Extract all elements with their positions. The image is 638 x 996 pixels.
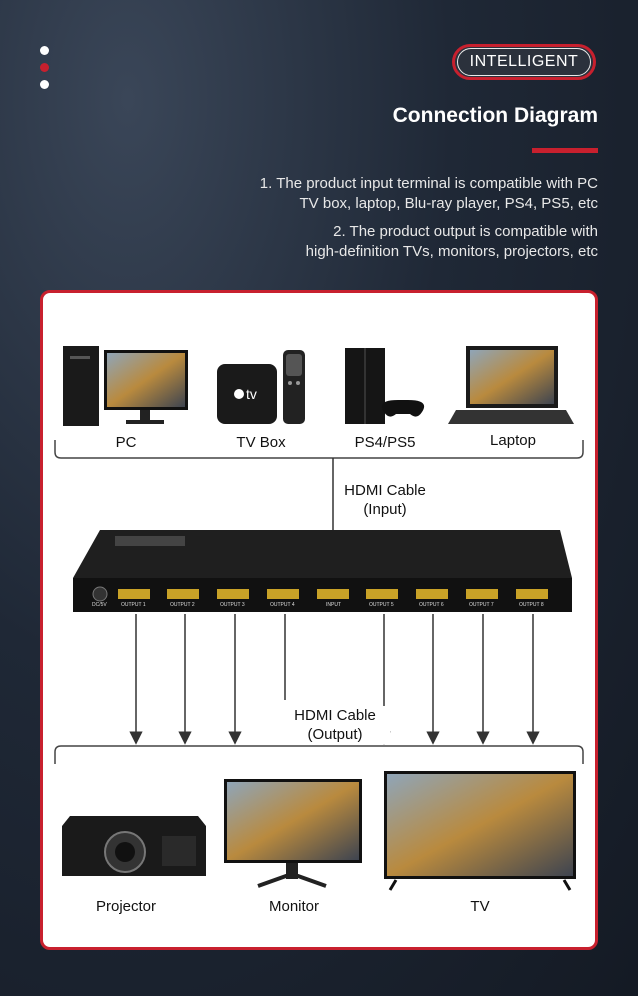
- label-ps4-ps5: PS4/PS5: [354, 434, 416, 451]
- label-laptop: Laptop: [490, 432, 536, 449]
- projector-icon: [62, 816, 206, 876]
- ps4-icon: [345, 348, 425, 424]
- description-2-line-2: high-definition TVs, monitors, projector…: [305, 243, 598, 260]
- cable-output-line-2: (Output): [307, 726, 363, 743]
- port-label-output-3: OUTPUT 3: [220, 602, 245, 608]
- page-title: Connection Diagram: [392, 104, 598, 127]
- description-1-line-2: TV box, laptop, Blu-ray player, PS4, PS5…: [299, 195, 598, 212]
- label-monitor: Monitor: [268, 898, 320, 915]
- cable-output-line-1: HDMI Cable: [294, 707, 376, 724]
- apple-tv-logo-text: tv: [246, 386, 257, 402]
- port-label-output-6: OUTPUT 6: [419, 602, 444, 608]
- description-1: 1. The product input terminal is compati…: [260, 174, 598, 214]
- description-2-line-1: 2. The product output is compatible with: [333, 223, 598, 240]
- dot-indicator: [40, 46, 49, 97]
- cable-input-line-2: (Input): [363, 501, 407, 518]
- description-1-line-1: 1. The product input terminal is compati…: [259, 175, 598, 192]
- cable-input-line-1: HDMI Cable: [344, 482, 426, 499]
- port-label-dc: DC/5V: [92, 602, 107, 608]
- label-tv-box: TV Box: [236, 434, 286, 451]
- monitor-icon: [224, 779, 362, 888]
- cable-output-label: HDMI Cable (Output): [280, 706, 390, 744]
- output-bracket: [54, 745, 584, 764]
- splitter-ports: [118, 589, 548, 599]
- port-label-output-1: OUTPUT 1: [121, 602, 146, 608]
- intelligent-badge: INTELLIGENT: [452, 44, 596, 80]
- tv-box-icon: [217, 350, 305, 424]
- dot-white-1: [40, 46, 49, 55]
- port-label-input: INPUT: [326, 602, 341, 608]
- port-label-output-4: OUTPUT 4: [270, 602, 295, 608]
- hdmi-splitter-device: [73, 530, 572, 612]
- port-label-output-2: OUTPUT 2: [170, 602, 195, 608]
- title-underline: [532, 148, 598, 153]
- port-label-output-7: OUTPUT 7: [469, 602, 494, 608]
- port-label-output-8: OUTPUT 8: [519, 602, 544, 608]
- laptop-icon: [448, 346, 574, 424]
- pc-icon: [63, 346, 188, 426]
- cable-input-label: HDMI Cable (Input): [330, 481, 440, 519]
- label-projector: Projector: [95, 898, 157, 915]
- dot-white-2: [40, 80, 49, 89]
- label-pc: PC: [115, 434, 137, 451]
- input-bracket: [54, 440, 584, 459]
- label-tv: TV: [470, 898, 490, 915]
- port-label-output-5: OUTPUT 5: [369, 602, 394, 608]
- badge-label: INTELLIGENT: [457, 48, 591, 76]
- dot-red: [40, 63, 49, 72]
- description-2: 2. The product output is compatible with…: [306, 222, 598, 262]
- tv-icon: [384, 771, 576, 891]
